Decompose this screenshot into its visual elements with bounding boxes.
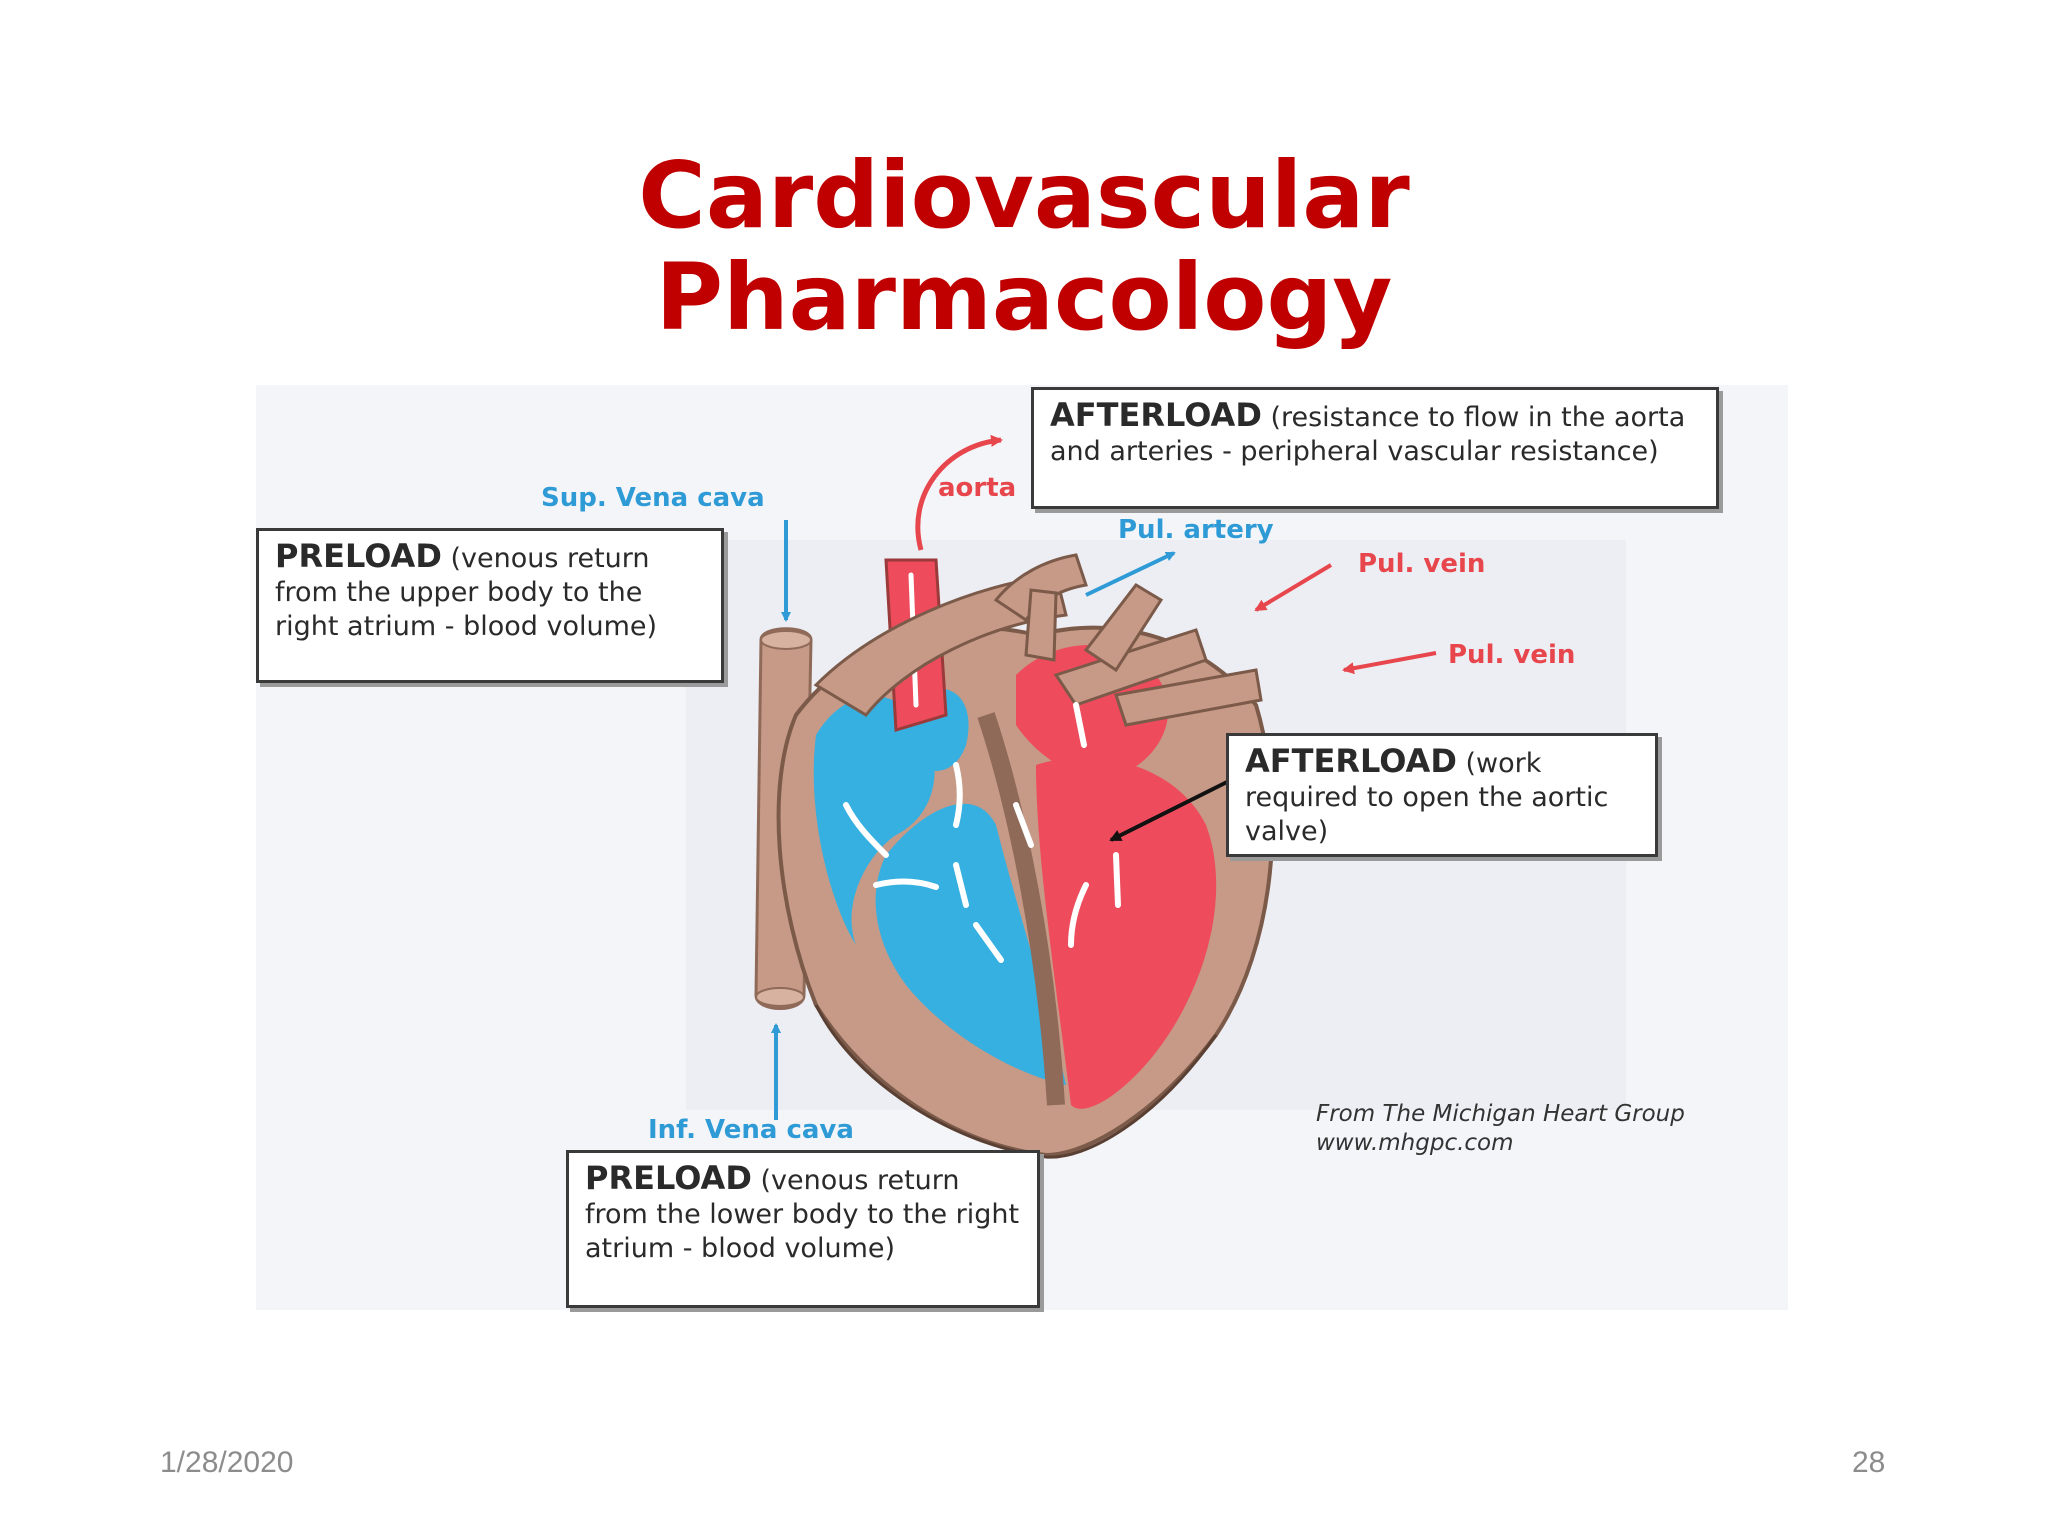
label-sup-vena-cava: Sup. Vena cava [541, 483, 765, 513]
footer-page-number: 28 [1852, 1446, 1886, 1479]
callout-afterload-resistance: AFTERLOAD (resistance to flow in the aor… [1031, 387, 1719, 509]
callout-afterload-valve-text: (work required to open the aortic valve) [1245, 748, 1609, 847]
callout-preload-upper-heading: PRELOAD [275, 537, 442, 575]
label-pul-vein-1: Pul. vein [1358, 549, 1486, 579]
callout-preload-lower-text: (venous return from the lower body to th… [585, 1165, 1020, 1264]
label-inf-vena-cava: Inf. Vena cava [648, 1115, 854, 1145]
callout-preload-lower-heading: PRELOAD [585, 1159, 752, 1197]
image-credit: From The Michigan Heart Group www.mhgpc.… [1316, 1100, 1786, 1158]
right-ventricle [875, 803, 1066, 1085]
right-atrium [813, 696, 935, 945]
heart-diagram: Sup. Vena cava aorta Pul. artery Pul. ve… [256, 385, 1788, 1310]
slide-title: Cardiovascular Pharmacology [0, 145, 2048, 349]
pulmonary-artery-vessel [813, 573, 1068, 717]
label-aorta: aorta [938, 473, 1017, 503]
label-pul-artery: Pul. artery [1118, 515, 1274, 545]
aorta-arrow [915, 434, 1003, 551]
callout-preload-upper-text: (venous return from the upper body to th… [275, 543, 658, 642]
aortic-valve-arrow [1109, 778, 1232, 842]
left-ventricle [1036, 757, 1217, 1109]
callout-afterload-resistance-heading: AFTERLOAD [1050, 396, 1262, 434]
septum [977, 712, 1065, 1106]
callout-preload-upper: PRELOAD (venous return from the upper bo… [256, 528, 724, 683]
credit-source: From The Michigan Heart Group [1316, 1101, 1685, 1127]
slide-title-line2: Pharmacology [655, 244, 1393, 351]
flow-streaks [843, 702, 1121, 963]
callout-afterload-resistance-text: (resistance to flow in the aorta and art… [1050, 402, 1686, 467]
pul-vein-arrow-1 [1254, 563, 1333, 612]
pul-vein-arrow-2 [1342, 651, 1437, 675]
pulmonary-veins [1024, 583, 1263, 727]
callout-preload-lower: PRELOAD (venous return from the lower bo… [566, 1150, 1040, 1308]
slide-title-line1: Cardiovascular [638, 142, 1410, 249]
label-pul-vein-2: Pul. vein [1448, 640, 1576, 670]
callout-afterload-valve: AFTERLOAD (work required to open the aor… [1226, 733, 1658, 857]
pul-artery-arrow [1085, 551, 1176, 597]
callout-afterload-valve-heading: AFTERLOAD [1245, 742, 1457, 780]
credit-url: www.mhgpc.com [1316, 1130, 1514, 1156]
footer-date: 1/28/2020 [160, 1446, 294, 1479]
